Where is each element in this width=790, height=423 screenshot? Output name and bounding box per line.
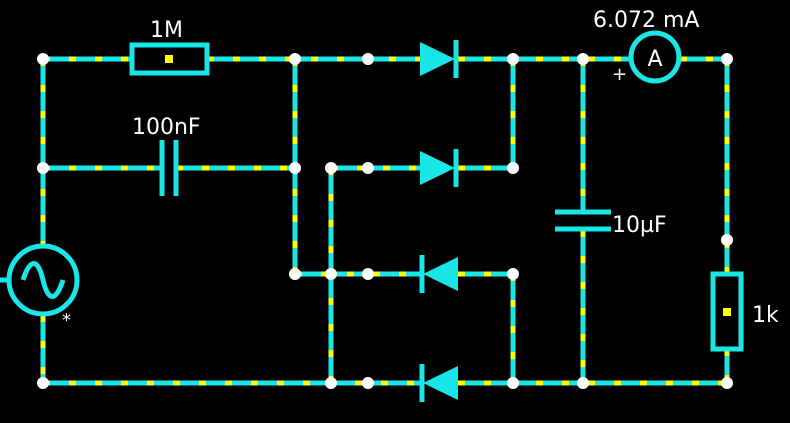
diode-row3[interactable] [419,255,458,293]
node[interactable] [721,377,733,389]
diode-row2[interactable] [420,149,459,187]
ammeter-reading: 6.072 mA [593,8,699,33]
node[interactable] [721,234,733,246]
node[interactable] [289,268,301,280]
node[interactable] [577,377,589,389]
node[interactable] [289,162,301,174]
node[interactable] [362,268,374,280]
capacitor-10uf[interactable] [555,209,611,232]
ammeter[interactable]: A [628,30,682,84]
node[interactable] [362,162,374,174]
node[interactable] [507,377,519,389]
diode-top[interactable] [420,40,459,78]
node[interactable] [507,162,519,174]
node[interactable] [325,377,337,389]
junction-nodes [37,53,733,389]
resistor-1m-label: 1M [150,18,183,43]
capacitor-100nf-label: 100nF [132,115,201,140]
resistor-1k-label: 1k [752,303,779,328]
node[interactable] [721,53,733,65]
capacitor-10uf-label: 10µF [612,213,667,238]
node[interactable] [507,268,519,280]
node[interactable] [37,53,49,65]
ac-source[interactable] [0,243,80,317]
ammeter-symbol: A [647,47,662,72]
resistor-1m[interactable] [129,42,210,76]
capacitor-100nf[interactable] [159,140,179,196]
node[interactable] [577,53,589,65]
node[interactable] [289,53,301,65]
node[interactable] [37,377,49,389]
diode-bottom[interactable] [419,364,458,402]
node[interactable] [507,53,519,65]
ammeter-polarity: + [612,64,627,85]
node[interactable] [362,53,374,65]
node[interactable] [325,162,337,174]
source-marker: * [62,310,71,331]
node[interactable] [37,162,49,174]
node[interactable] [362,377,374,389]
node[interactable] [325,268,337,280]
resistor-1k[interactable] [710,271,744,352]
